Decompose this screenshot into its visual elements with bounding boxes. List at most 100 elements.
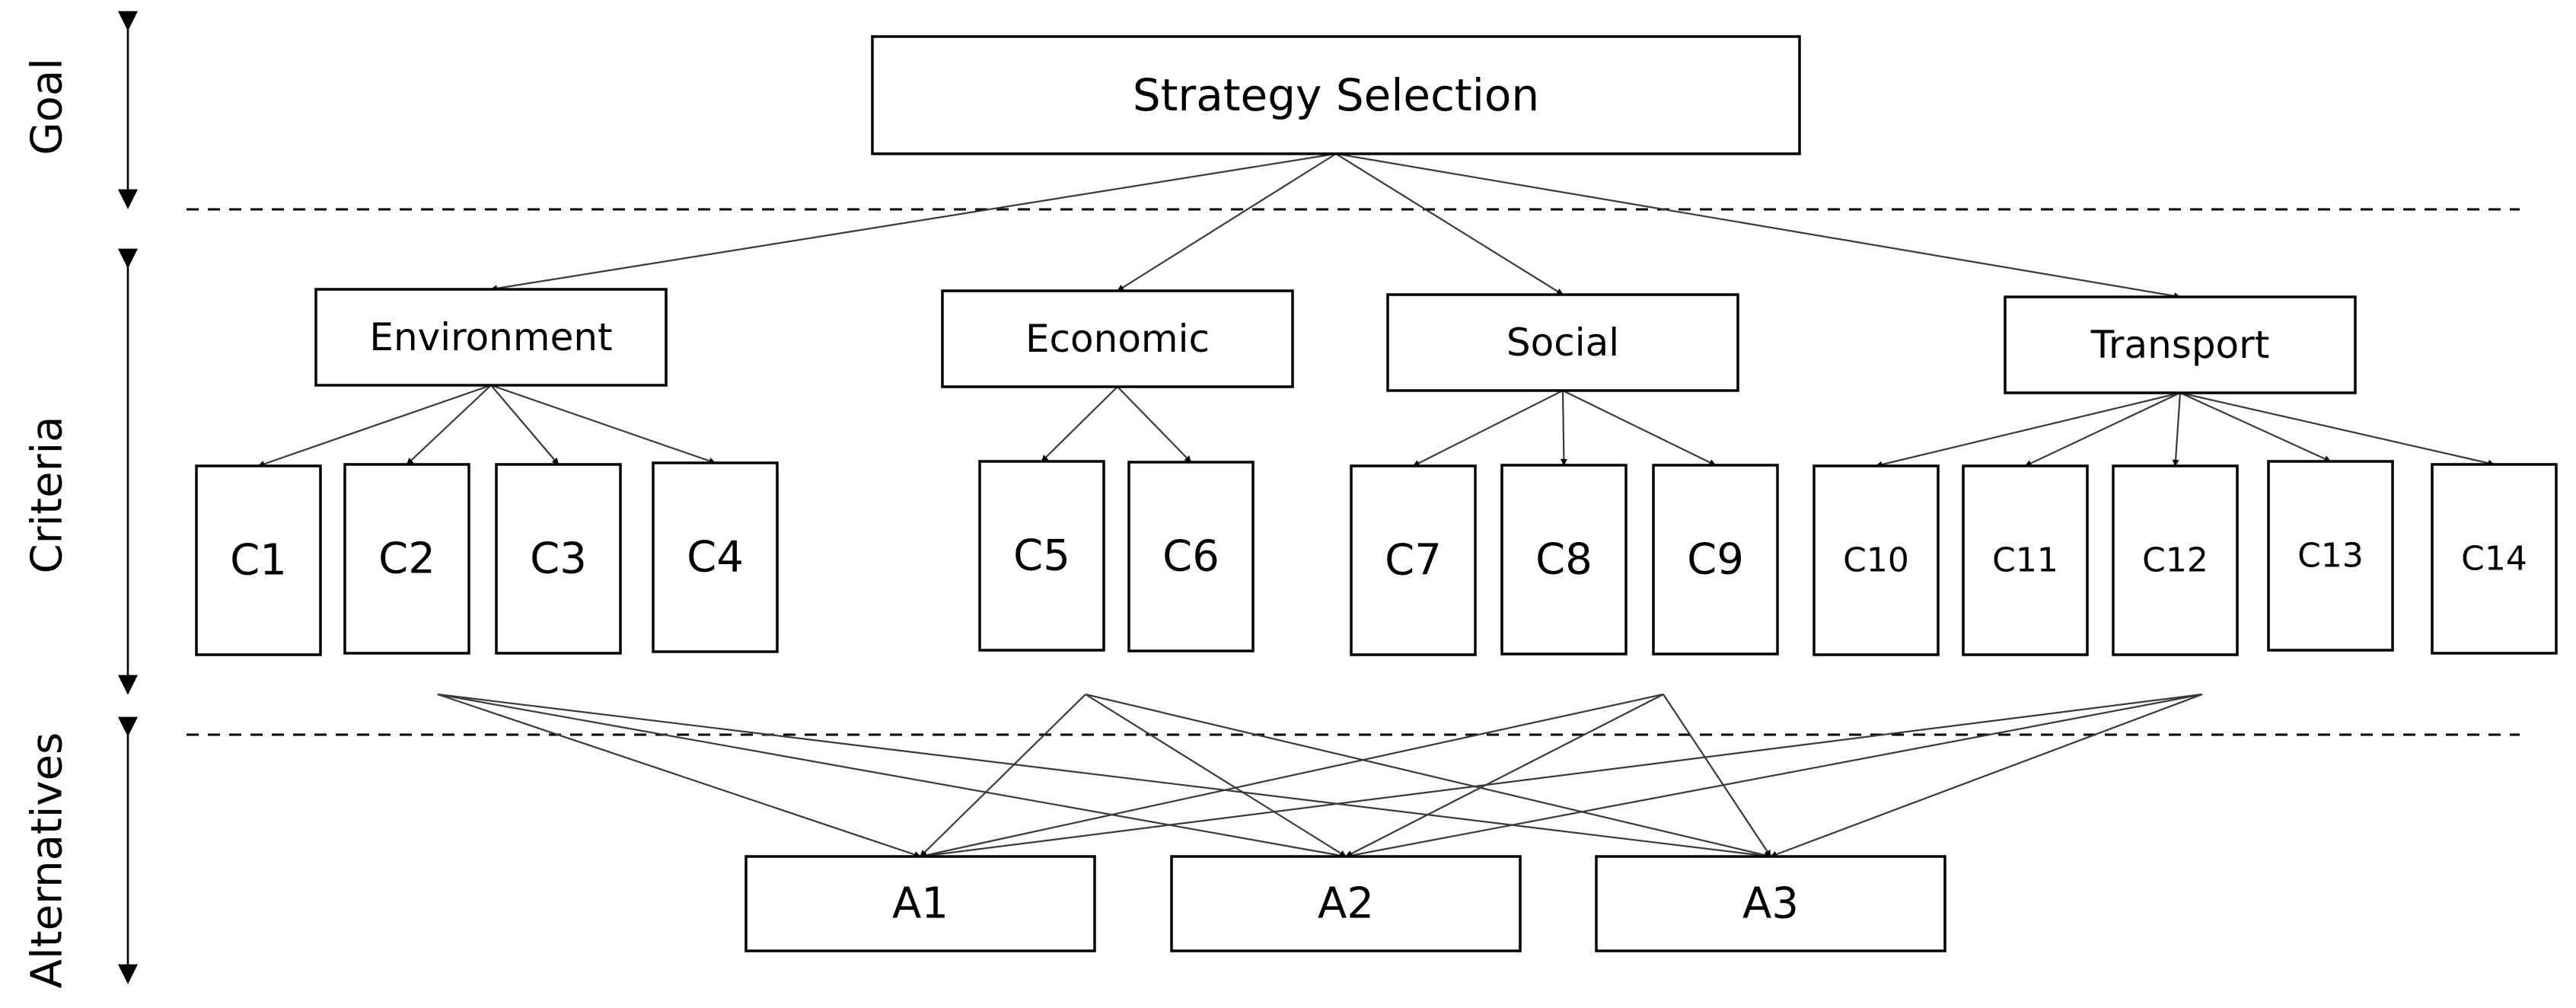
edge-transport-to-c11 — [2024, 392, 2181, 467]
edge-social-to-c7 — [1412, 390, 1564, 467]
criteria-environment-box — [314, 288, 668, 387]
criteria-social-box — [1386, 293, 1739, 392]
criteria-transport: Transport — [2004, 295, 2357, 394]
edge-environment-to-c4 — [490, 384, 716, 464]
subcriterion-c8-label: C8 — [1535, 535, 1592, 585]
alternative-a3: A3 — [1595, 855, 1946, 952]
subcriterion-c7-box — [1350, 464, 1477, 656]
edge-social-to-a1 — [920, 693, 1664, 859]
subcriterion-c5-label: C5 — [1013, 531, 1070, 581]
alternative-a2: A2 — [1170, 855, 1522, 952]
subcriterion-c11-label: C11 — [1992, 541, 2058, 580]
subcriterion-c5-box — [978, 460, 1105, 652]
subcriterion-c1-label: C1 — [230, 536, 287, 585]
edge-transport-to-c13 — [2179, 391, 2332, 463]
edge-economic-to-c6 — [1117, 386, 1192, 463]
subcriterion-c9-box — [1652, 464, 1779, 656]
subcriterion-c1: C1 — [195, 464, 322, 656]
subcriterion-c13-label: C13 — [2297, 537, 2364, 576]
criteria-environment-label: Environment — [369, 315, 612, 359]
subcriterion-c14: C14 — [2431, 463, 2558, 655]
subcriterion-c7: C7 — [1350, 464, 1477, 656]
subcriterion-c12: C12 — [2112, 464, 2239, 656]
edge-transport-to-c14 — [2179, 391, 2495, 467]
alternative-a2-label: A2 — [1318, 879, 1374, 929]
subcriterion-c13: C13 — [2267, 460, 2394, 652]
edge-social-to-a2 — [1345, 694, 1664, 857]
edge-environment-to-a2 — [437, 693, 1347, 860]
criteria-level-label: Criteria — [23, 416, 72, 574]
subcriterion-c2-label: C2 — [378, 534, 435, 584]
goal-level-label: Goal — [23, 58, 72, 155]
subcriterion-c11: C11 — [1962, 464, 2089, 656]
criteria-environment: Environment — [314, 288, 668, 387]
subcriterion-c2-box — [343, 463, 470, 655]
subcriterion-c14-box — [2431, 463, 2558, 655]
subcriterion-c13-box — [2267, 460, 2394, 652]
subcriterion-c8: C8 — [1500, 464, 1628, 656]
edge-transport-to-a3 — [1770, 693, 2203, 858]
edge-social-to-c9 — [1562, 390, 1717, 466]
subcriterion-c14-label: C14 — [2461, 540, 2527, 579]
edge-economic-to-a3 — [1085, 693, 1771, 859]
criteria-economic-label: Economic — [1025, 317, 1210, 361]
subcriterion-c4-label: C4 — [687, 533, 744, 582]
edge-transport-to-c12 — [2172, 392, 2182, 467]
subcriterion-c9: C9 — [1652, 464, 1779, 656]
alternative-a3-label: A3 — [1742, 879, 1799, 929]
subcriterion-c3: C3 — [495, 463, 622, 655]
subcriterion-c7-label: C7 — [1385, 536, 1442, 585]
edge-goal-to-economic — [1117, 153, 1337, 292]
subcriterion-c1-box — [195, 464, 322, 656]
edge-environment-to-c2 — [406, 384, 492, 465]
edge-transport-to-a1 — [920, 693, 2203, 860]
edge-social-to-c8 — [1560, 390, 1567, 466]
criteria-social-label: Social — [1506, 321, 1619, 365]
edge-economic-to-a1 — [920, 694, 1086, 857]
subcriterion-c12-box — [2112, 464, 2239, 656]
subcriterion-c12-label: C12 — [2142, 541, 2208, 580]
goal-node-strategy-selection-label: Strategy Selection — [1133, 69, 1539, 121]
edge-goal-to-transport — [1335, 152, 2181, 300]
edge-transport-to-a2 — [1345, 693, 2203, 859]
subcriterion-c6-box — [1127, 461, 1255, 652]
alternative-a1-label: A1 — [892, 879, 948, 929]
edge-environment-to-a1 — [437, 693, 921, 858]
criteria-economic: Economic — [941, 289, 1294, 388]
subcriterion-c9-label: C9 — [1687, 535, 1744, 585]
subcriterion-c10: C10 — [1812, 464, 1940, 656]
alternative-a1-box — [744, 855, 1096, 952]
subcriterion-c11-box — [1962, 464, 2089, 656]
criteria-transport-box — [2004, 295, 2357, 394]
edge-goal-to-social — [1335, 153, 1564, 295]
subcriterion-c10-box — [1812, 464, 1940, 656]
subcriterion-c6-label: C6 — [1162, 532, 1219, 582]
alternatives-level-label: Alternatives — [23, 732, 72, 988]
criteria-transport-label: Transport — [2090, 323, 2270, 367]
edge-economic-to-c5 — [1041, 386, 1118, 462]
edge-environment-to-c1 — [257, 384, 492, 467]
alternative-a2-box — [1170, 855, 1522, 952]
subcriterion-c2: C2 — [343, 463, 470, 655]
edge-social-to-a3 — [1663, 694, 1771, 857]
edge-environment-to-c3 — [490, 384, 560, 465]
subcriterion-c3-label: C3 — [530, 534, 587, 584]
goal-node-strategy-selection: Strategy Selection — [871, 35, 1801, 155]
subcriterion-c6: C6 — [1127, 461, 1255, 652]
subcriterion-c8-box — [1500, 464, 1628, 656]
subcriterion-c10-label: C10 — [1843, 541, 1909, 580]
criteria-economic-box — [941, 289, 1294, 388]
subcriterion-c4-box — [652, 461, 779, 653]
edge-economic-to-a2 — [1085, 694, 1347, 857]
subcriterion-c3-box — [495, 463, 622, 655]
connector-edges — [257, 152, 2495, 860]
edge-goal-to-environment — [490, 152, 1337, 292]
criteria-social: Social — [1386, 293, 1739, 392]
subcriterion-c5: C5 — [978, 460, 1105, 652]
alternative-a1: A1 — [744, 855, 1096, 952]
alternative-a3-box — [1595, 855, 1946, 952]
subcriterion-c4: C4 — [652, 461, 779, 653]
goal-node-strategy-selection-box — [871, 35, 1801, 155]
